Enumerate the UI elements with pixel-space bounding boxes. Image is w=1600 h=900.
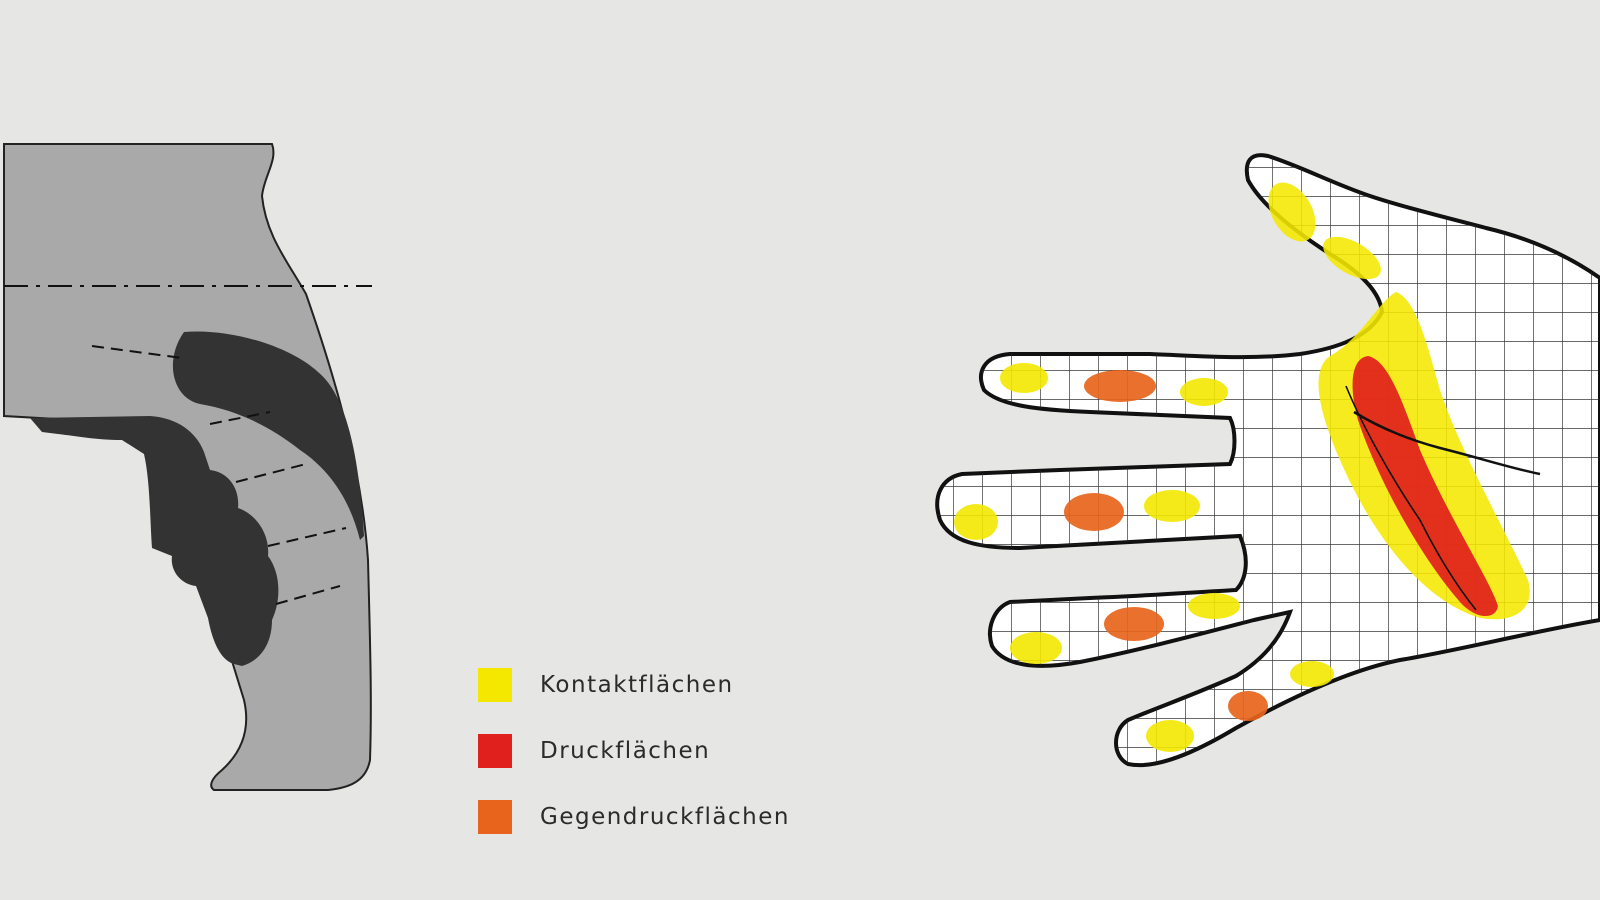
ring-contact-base (1188, 593, 1240, 619)
legend-item-counter-pressure: Gegendruckflächen (478, 800, 858, 834)
legend-label-contact: Kontaktflächen (540, 672, 734, 698)
legend-item-pressure: Druckflächen (478, 734, 858, 768)
thumb-contact-base (1323, 236, 1381, 280)
contact-swatch (478, 668, 512, 702)
middle-contact-tip (954, 504, 998, 540)
grip-hand-silhouette (30, 331, 364, 666)
legend-item-contact: Kontaktflächen (478, 668, 858, 702)
middle-counterpressure (1064, 493, 1124, 531)
ring-counterpressure (1104, 607, 1164, 641)
thumb-contact-tip (1268, 182, 1316, 242)
middle-contact-base (1144, 490, 1200, 522)
little-counterpressure (1228, 691, 1268, 721)
little-contact-base (1290, 661, 1334, 687)
pressure-swatch (478, 734, 512, 768)
grip-diagram (3, 143, 372, 791)
counter-pressure-swatch (478, 800, 512, 834)
legend: Kontaktflächen Druckflächen Gegendruckfl… (478, 668, 858, 866)
index-counterpressure (1084, 370, 1156, 402)
ring-contact-tip (1010, 632, 1062, 664)
grip-finger-guides (91, 345, 347, 605)
palm-crease-2 (1345, 385, 1477, 611)
palm-pressure-zone (1352, 356, 1498, 617)
index-contact-base (1180, 378, 1228, 406)
palm-crease (1353, 410, 1541, 476)
hand-grid (937, 155, 1600, 766)
legend-label-pressure: Druckflächen (540, 738, 711, 764)
hand-diagram (935, 153, 1600, 768)
legend-label-counter-pressure: Gegendruckflächen (540, 804, 790, 830)
little-contact-tip (1146, 720, 1194, 752)
index-contact-tip (1000, 363, 1048, 393)
